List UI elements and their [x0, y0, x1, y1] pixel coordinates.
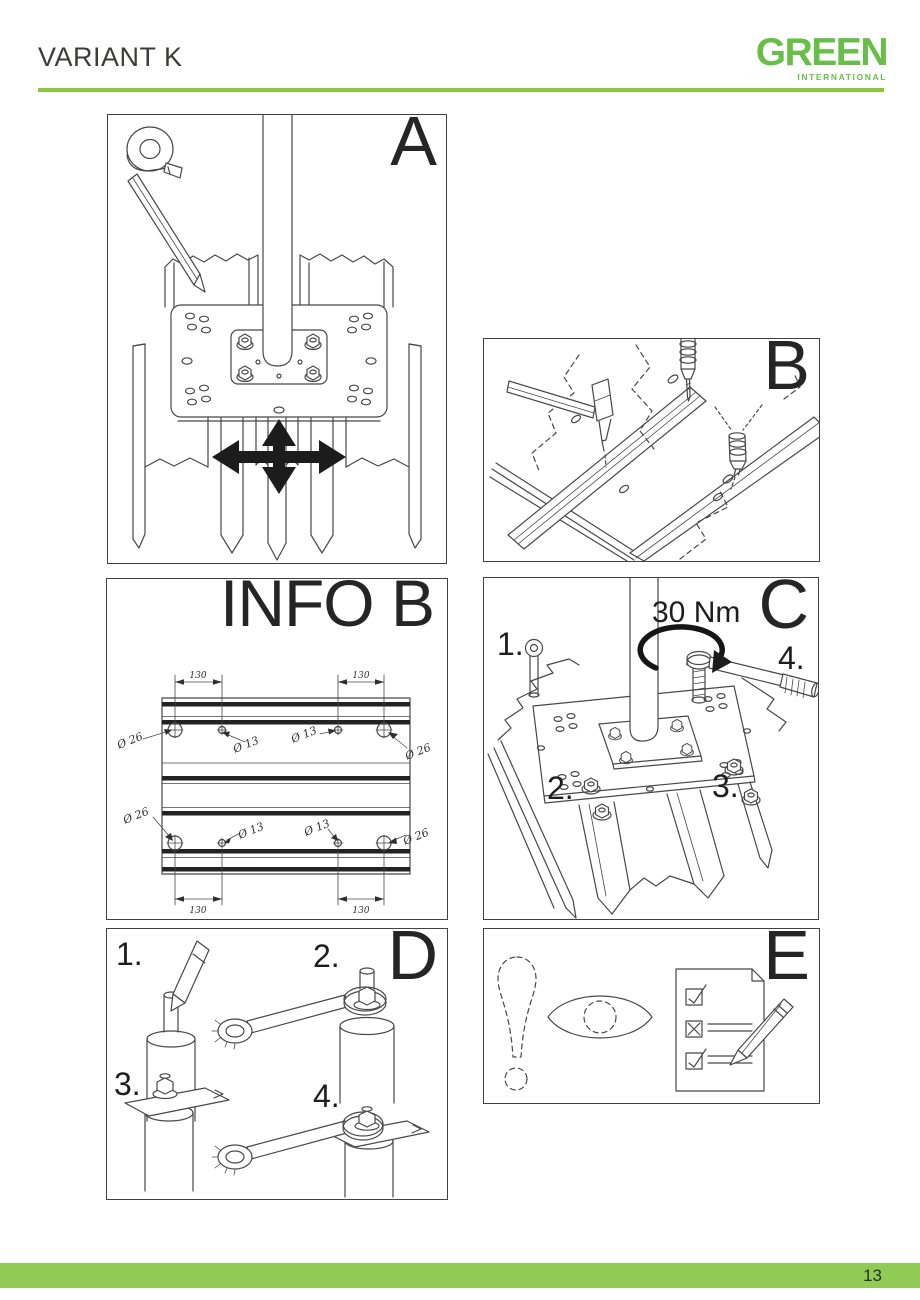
- panel-c: C 30 Nm 1. 2. 3. 4.: [483, 566, 819, 920]
- dia13-bottom-right: Ø 13: [301, 817, 331, 839]
- panel-d-drawing: [124, 940, 430, 1198]
- dimension-top-right: 130: [337, 671, 385, 725]
- attention-icon: [497, 956, 537, 1091]
- dia26-bottom-right: Ø 26: [400, 826, 430, 848]
- tape-measure-icon: [126, 126, 183, 179]
- marker-pen-icon: [591, 378, 614, 468]
- panel-a-drawing: [126, 115, 422, 561]
- roof-sheet: [132, 253, 422, 561]
- panel-e-letter: E: [763, 916, 810, 994]
- panel-c-step-1: 1.: [497, 626, 524, 662]
- nut-step3: [724, 758, 744, 776]
- panel-c-step-4: 4.: [778, 640, 805, 676]
- torque-value-label: 30 Nm: [652, 596, 741, 629]
- bracket-plate-step: [124, 1073, 230, 1192]
- pencil-icon: [729, 998, 794, 1066]
- wrench-on-bracket-step: [211, 1106, 430, 1198]
- page-footer: 13: [0, 1263, 920, 1288]
- drill-alignment-icon: [714, 404, 763, 490]
- info-b-drawing: 130 130 130 130 Ø 26: [114, 671, 432, 916]
- panel-e: E: [483, 917, 820, 1104]
- page-title: VARIANT K: [38, 42, 183, 72]
- panel-info-b: 130 130 130 130 Ø 26: [106, 567, 448, 920]
- panel-c-step-2: 2.: [547, 770, 574, 806]
- checklist-icon: [675, 968, 765, 1092]
- dim-130-top-left: 130: [189, 671, 206, 681]
- holes: [166, 721, 393, 852]
- dia13-bottom-left: Ø 13: [235, 820, 265, 842]
- panel-c-drawing: [487, 578, 818, 919]
- dimension-bottom-left: 130: [174, 848, 223, 916]
- panel-b: B: [483, 327, 820, 562]
- straightedge-icon: [506, 380, 596, 419]
- dia13-top-left: Ø 13: [230, 734, 260, 756]
- dia26-top-left: Ø 26: [114, 730, 144, 752]
- drill-bit-icon: [679, 339, 697, 402]
- dia13-top-right: Ø 13: [288, 724, 318, 746]
- inspect-eye-icon: [547, 995, 653, 1039]
- dia26-top-right: Ø 26: [402, 741, 432, 763]
- panel-d-step-1: 1.: [116, 936, 143, 972]
- panel-d-step-4: 4.: [313, 1078, 340, 1114]
- dim-130-bottom-left: 130: [189, 906, 206, 916]
- nut-step2: [581, 777, 601, 795]
- page-number: 13: [863, 1266, 882, 1285]
- nut-lower-right: [741, 788, 761, 806]
- panel-a-letter: A: [390, 102, 437, 180]
- panel-d-step-2: 2.: [313, 938, 340, 974]
- rotation-arrow-icon: [637, 624, 732, 673]
- panel-b-letter: B: [763, 326, 810, 404]
- sheet-top-view: [161, 697, 411, 875]
- panel-a: A: [107, 103, 447, 564]
- panel-d-step-3: 3.: [114, 1066, 141, 1102]
- wrench-on-nut-step: [211, 967, 395, 1104]
- panel-b-drawing: [489, 339, 819, 561]
- pencil-icon: [127, 173, 206, 293]
- brand-subtitle: INTERNATIONAL: [797, 72, 887, 83]
- panel-info-b-title: INFO B: [219, 566, 435, 640]
- dimension-bottom-right: 130: [337, 848, 385, 916]
- trapezoid-sheet: [489, 344, 819, 561]
- brand-name: GREEN: [755, 31, 889, 74]
- dim-130-bottom-right: 130: [352, 906, 369, 916]
- dimension-top-left: 130: [174, 671, 223, 725]
- sheet-perspective: [487, 658, 787, 919]
- header-rule: [38, 88, 884, 92]
- panel-e-drawing: [497, 956, 794, 1092]
- panel-c-letter: C: [758, 565, 809, 643]
- panel-d-letter: D: [387, 916, 438, 994]
- pole: [262, 115, 293, 367]
- nut-lower-left: [592, 803, 612, 821]
- threaded-rod-icon: [524, 638, 544, 698]
- brand-logo: GREEN INTERNATIONAL: [755, 31, 889, 83]
- dia26-bottom-left: Ø 26: [120, 805, 150, 827]
- dim-130-top-right: 130: [352, 671, 369, 681]
- panel-c-step-3: 3.: [712, 768, 739, 804]
- position-arrows-icon: [212, 419, 346, 494]
- panel-d: D 1. 2. 3. 4.: [106, 917, 448, 1200]
